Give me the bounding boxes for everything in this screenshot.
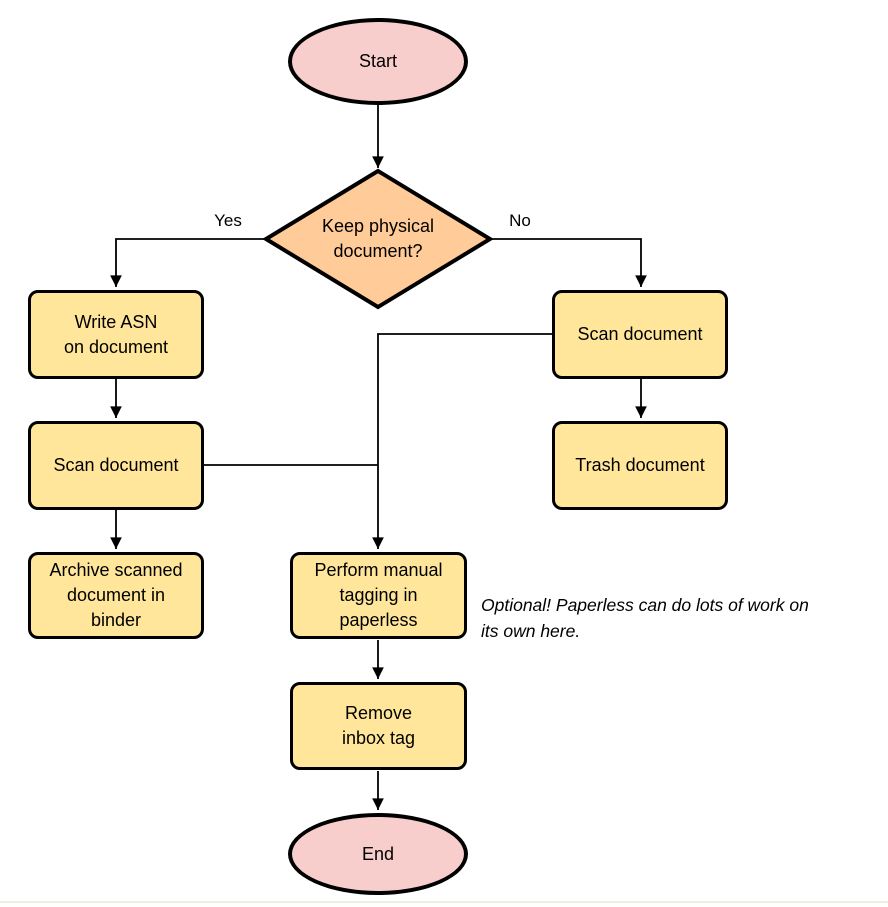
archive-scanned-document-node: Archive scanned document in binder — [28, 552, 204, 639]
write-asn-on-document-node: Write ASN on document — [28, 290, 204, 379]
decision-diamond-shape — [262, 168, 494, 310]
connector-decision-yes-to-write-asn — [110, 238, 266, 287]
perform-manual-tagging-node: Perform manual tagging in paperless — [290, 552, 467, 639]
scan-document-left-node: Scan document — [28, 421, 204, 510]
optional-paperless-annotation: Optional! Paperless can do lots of work … — [481, 595, 809, 641]
connector-scan-right-to-tagging — [372, 333, 552, 549]
decision-keep-physical-document-label: Keep physical document? — [321, 216, 435, 261]
connector-decision-no-to-scan-right — [490, 238, 647, 287]
edge-label-yes: Yes — [214, 211, 242, 230]
scan-document-right-node: Scan document — [552, 290, 728, 379]
trash-document-node: Trash document — [552, 421, 728, 510]
edge-label-no: No — [509, 211, 531, 230]
start-node: Start — [288, 18, 468, 105]
end-node: End — [288, 813, 468, 895]
remove-inbox-tag-node: Remove inbox tag — [290, 682, 467, 770]
bottom-divider — [0, 901, 888, 903]
